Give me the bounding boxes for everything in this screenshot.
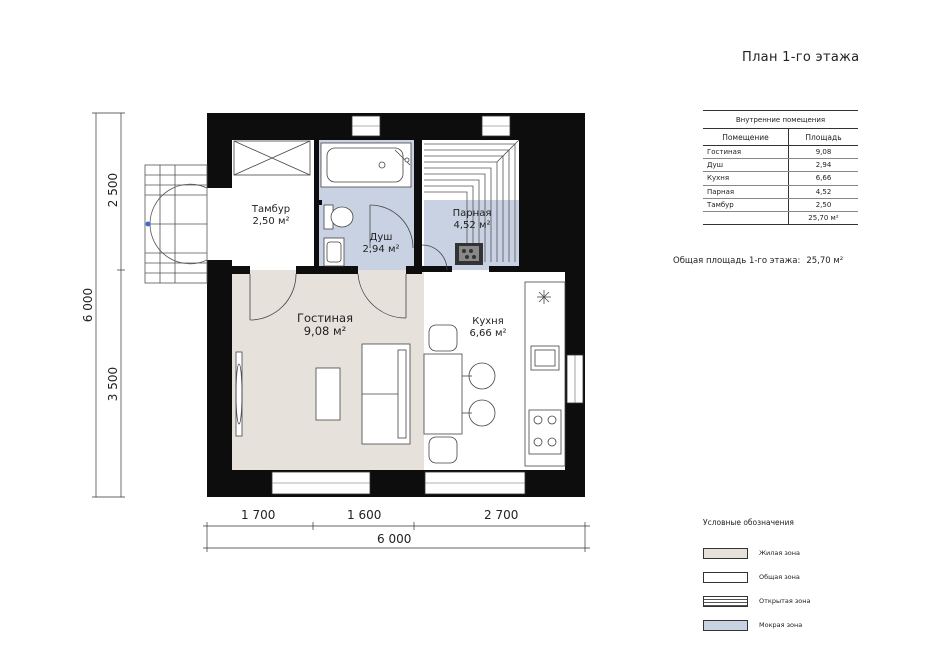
room-label-kukhnya: Кухня 6,66 м² (456, 316, 520, 339)
doors (249, 204, 448, 321)
total-area: Общая площадь 1-го этажа: 25,70 м² (673, 256, 843, 266)
room-label-gostinaya: Гостиная 9,08 м² (270, 311, 380, 339)
table-row: Кухня 6,66 (703, 171, 858, 186)
vestibule-closet (233, 140, 311, 176)
kitchen-counter (524, 281, 566, 467)
legend-swatch (703, 572, 748, 583)
table-cell: 6,66 (787, 171, 858, 186)
dim-left-total: 6 000 (81, 287, 95, 323)
table-cell: 9,08 (787, 145, 858, 160)
legend-title: Условные обозначения (703, 518, 794, 527)
room-name: Тамбур (251, 204, 291, 215)
dim-left-2: 3 500 (106, 366, 120, 402)
sauna-stove (455, 243, 483, 265)
table-cell: 2,50 (787, 198, 858, 212)
table-row: Тамбур 2,50 (703, 198, 858, 212)
table-total-row: 25,70 м² (703, 211, 858, 225)
dim-bottom-3: 2 700 (484, 508, 519, 522)
table-total: 25,70 м² (787, 211, 858, 225)
legend-label: Общая зона (759, 573, 800, 581)
table-cell: Парная (703, 185, 789, 199)
entry-steps (144, 164, 208, 284)
shower-tray (320, 142, 412, 188)
dining-table (423, 324, 496, 464)
rooms-table: Внутренние помещения Помещение Площадь Г… (703, 110, 858, 226)
total-area-label: Общая площадь 1-го этажа: (673, 256, 801, 266)
table-header-area: Площадь (787, 128, 858, 146)
legend-label: Открытая зона (759, 597, 811, 605)
dim-bottom-total: 6 000 (377, 532, 412, 546)
room-label-tambur: Тамбур 2,50 м² (236, 204, 306, 227)
dim-bottom-2: 1 600 (347, 508, 382, 522)
table-row: Гостиная 9,08 (703, 145, 858, 160)
legend-label: Мокрая зона (759, 621, 803, 629)
legend-label: Жилая зона (759, 549, 801, 557)
table-cell: Тамбур (703, 198, 789, 212)
table-cell: 4,52 (787, 185, 858, 199)
tv-unit (235, 351, 243, 437)
table-cell: Гостиная (703, 145, 789, 160)
sauna-benches (424, 139, 520, 262)
room-name: Душ (369, 232, 393, 243)
ventilation-icon (537, 290, 551, 304)
legend-swatch (703, 620, 748, 631)
door-marker-icon (145, 221, 151, 227)
table-caption: Внутренние помещения (703, 111, 858, 129)
table-cell: Кухня (703, 171, 789, 186)
table-cell: Душ (703, 158, 789, 173)
room-area: 6,66 м² (469, 327, 507, 339)
coffee-table (315, 367, 341, 421)
room-label-dush: Душ 2,94 м² (353, 232, 409, 255)
room-area: 9,08 м² (303, 324, 347, 339)
room-area: 2,50 м² (252, 215, 290, 227)
sofa (361, 343, 411, 445)
washbasin (323, 237, 345, 267)
room-name: Кухня (472, 316, 504, 327)
total-area-value: 25,70 м² (806, 256, 844, 266)
dim-left-1: 2 500 (106, 172, 120, 208)
table-row: Душ 2,94 (703, 158, 858, 173)
room-area: 2,94 м² (362, 243, 400, 255)
room-name: Парная (452, 208, 492, 219)
toilet (323, 204, 354, 230)
dim-bottom-1: 1 700 (241, 508, 276, 522)
table-cell: 2,94 (787, 158, 858, 173)
entry-opening (207, 188, 232, 260)
room-name: Гостиная (296, 311, 354, 325)
table-row: Парная 4,52 (703, 185, 858, 199)
dimension-lines (92, 112, 590, 552)
table-header-room: Помещение (703, 128, 789, 146)
legend-swatch (703, 548, 748, 559)
exterior-walls (207, 113, 585, 497)
room-label-parnaya: Парная 4,52 м² (432, 208, 512, 231)
legend-swatch (703, 596, 748, 607)
page-title: План 1-го этажа (742, 50, 860, 65)
room-area: 4,52 м² (453, 219, 491, 231)
